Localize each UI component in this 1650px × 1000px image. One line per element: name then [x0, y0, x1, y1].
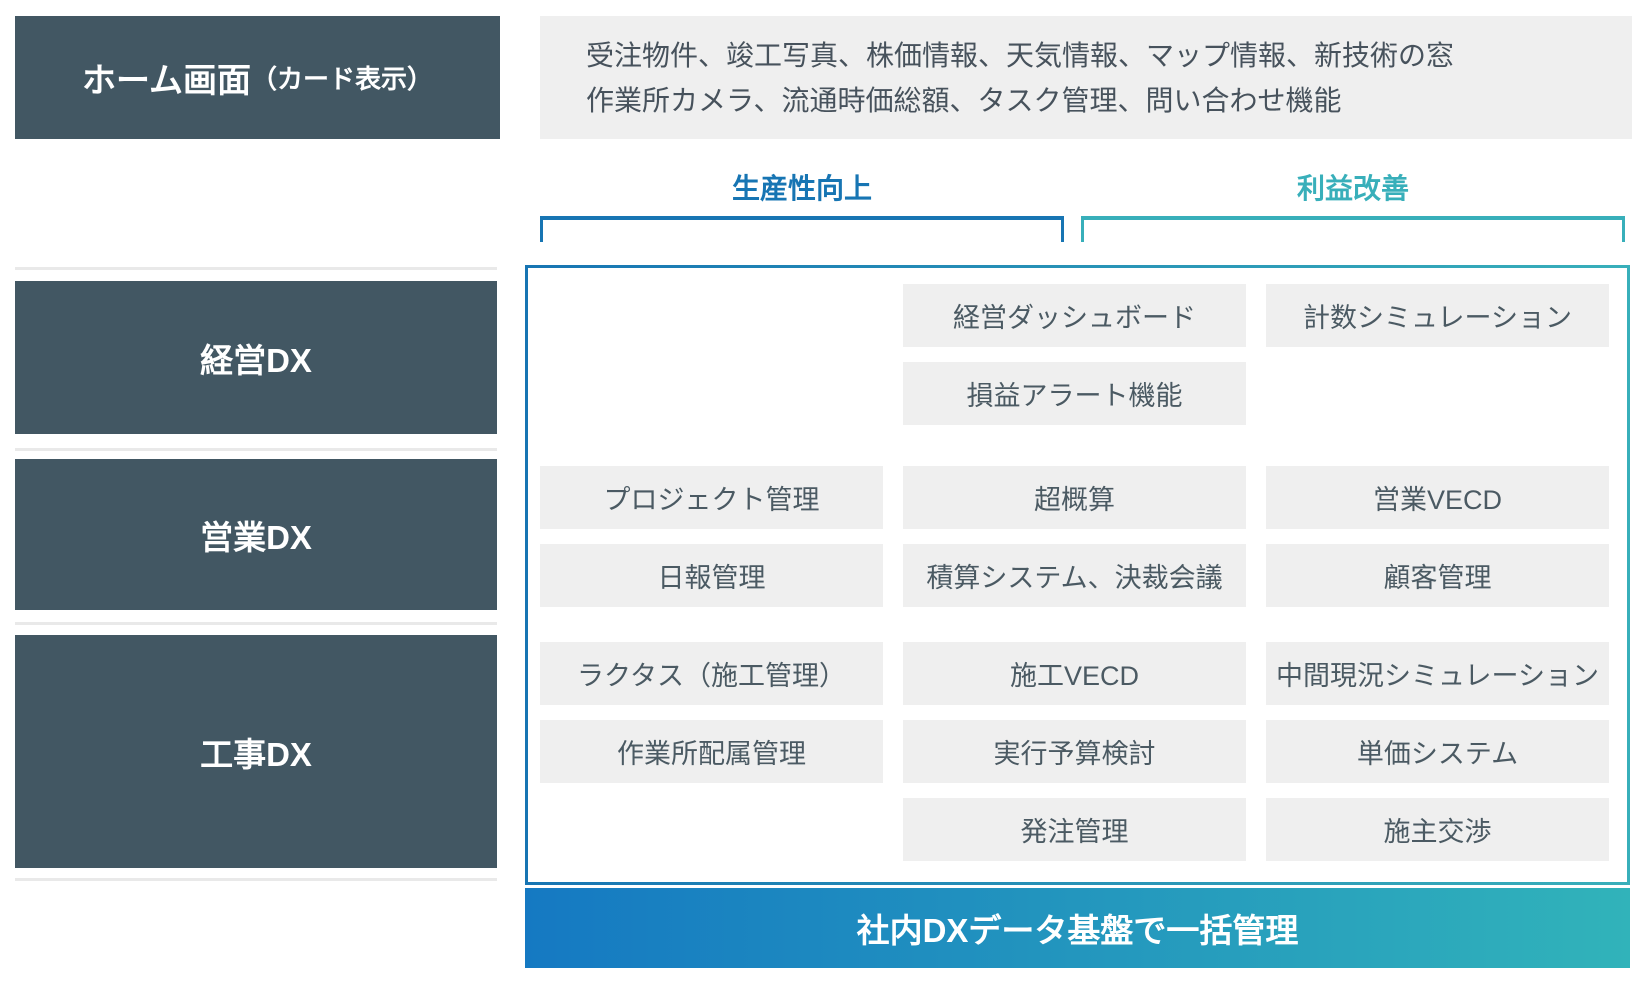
row-separator — [15, 267, 497, 270]
feature-card: 顧客管理 — [1266, 544, 1609, 607]
header-profit-improvement: 利益改善 — [1296, 173, 1409, 204]
feature-card: 中間現況シミュレーション — [1266, 642, 1609, 705]
feature-card: 実行予算検討 — [903, 720, 1246, 783]
row-label-eigyo-dx: 営業DX — [15, 459, 497, 610]
bracket-productivity — [540, 216, 1064, 242]
home-screen-label-box: ホーム画面（カード表示） — [15, 16, 500, 139]
feature-card: 施工VECD — [903, 642, 1246, 705]
footer-label: 社内DXデータ基盤で一括管理 — [856, 912, 1299, 949]
feature-card: 単価システム — [1266, 720, 1609, 783]
bracket-profit-improvement — [1081, 216, 1625, 242]
feature-card: 経営ダッシュボード — [903, 284, 1246, 347]
feature-card: 発注管理 — [903, 798, 1246, 861]
home-features-line1: 受注物件、竣工写真、株価情報、天気情報、マップ情報、新技術の窓 — [586, 39, 1455, 71]
feature-card: 積算システム、決裁会議 — [903, 544, 1246, 607]
feature-card: 超概算 — [903, 466, 1246, 529]
feature-card: 施主交渉 — [1266, 798, 1609, 861]
feature-card: プロジェクト管理 — [540, 466, 883, 529]
feature-card: 損益アラート機能 — [903, 362, 1246, 425]
feature-card: 営業VECD — [1266, 466, 1609, 529]
feature-card: 計数シミュレーション — [1266, 284, 1609, 347]
footer-data-platform-bar: 社内DXデータ基盤で一括管理 — [525, 888, 1630, 968]
feature-card: 作業所配属管理 — [540, 720, 883, 783]
header-productivity: 生産性向上 — [731, 173, 872, 204]
row-label-koji-dx: 工事DX — [15, 635, 497, 868]
row-separator — [15, 878, 497, 881]
home-features-line2: 作業所カメラ、流通時価総額、タスク管理、問い合わせ機能 — [586, 84, 1342, 116]
row-separator — [15, 622, 497, 625]
home-screen-subtitle: （カード表示） — [250, 64, 433, 94]
feature-card: 日報管理 — [540, 544, 883, 607]
home-features-box: 受注物件、竣工写真、株価情報、天気情報、マップ情報、新技術の窓 作業所カメラ、流… — [540, 16, 1632, 139]
row-separator — [15, 448, 497, 451]
feature-card: ラクタス（施工管理） — [540, 642, 883, 705]
row-label-keiei-dx: 経営DX — [15, 281, 497, 434]
home-screen-title: ホーム画面 — [82, 62, 251, 100]
